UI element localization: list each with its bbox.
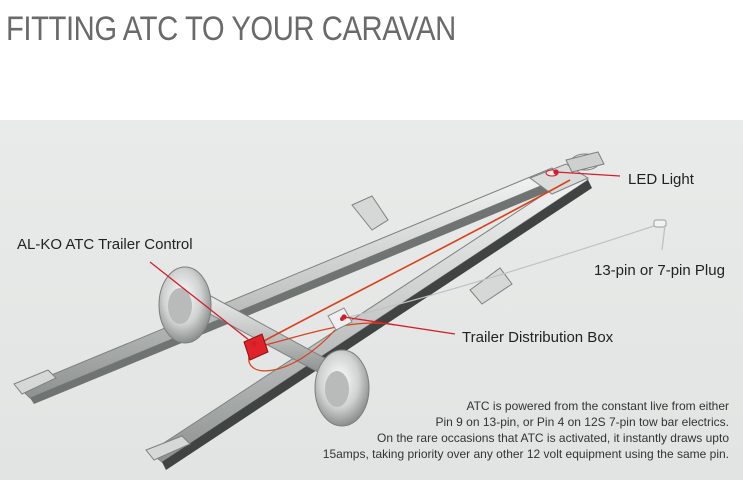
corner-steady-front-right [469, 267, 513, 305]
atc-control-label: AL-KO ATC Trailer Control [17, 236, 193, 253]
leader-lines [149, 169, 666, 347]
diagram-background [0, 120, 743, 480]
caption-line: Pin 9 on 13-pin, or Pin 4 on 12S 7-pin t… [435, 415, 730, 429]
caption-line: 15amps, taking priority over any other 1… [322, 447, 729, 461]
distribution-box-icon [327, 307, 353, 331]
corner-steady-rear-right [145, 435, 191, 461]
caption-line: ATC is powered from the constant live fr… [466, 399, 729, 413]
corner-steady-rear-left [13, 369, 57, 395]
caption-text: ATC is powered from the constant live fr… [289, 398, 729, 462]
coupling-head [528, 151, 605, 195]
right-wheel [314, 349, 370, 427]
caption-line: On the rare occasions that ATC is activa… [377, 431, 729, 445]
corner-steady-front-left [351, 195, 389, 231]
led-light-label: LED Light [628, 171, 694, 188]
plug-icon [653, 219, 667, 228]
plug-label: 13-pin or 7-pin Plug [594, 262, 725, 279]
left-wheel [158, 266, 212, 344]
page-title: FITTING ATC TO YOUR CARAVAN [6, 10, 456, 48]
distribution-box-label: Trailer Distribution Box [462, 329, 614, 346]
